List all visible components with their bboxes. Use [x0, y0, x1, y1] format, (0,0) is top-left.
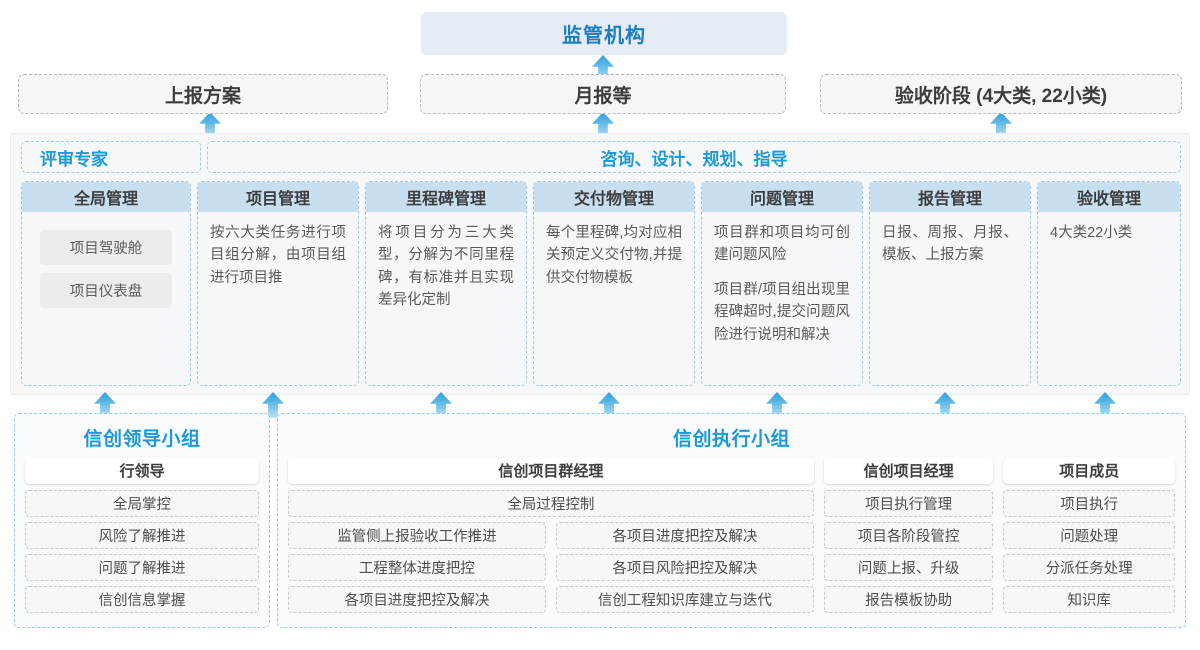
list-item[interactable]: 项目执行管理 [823, 490, 994, 517]
module-card-title: 全局管理 [22, 182, 190, 212]
list-item[interactable]: 全局掌控 [25, 490, 259, 517]
module-card-body: 4大类22小类 [1038, 212, 1180, 244]
list-item[interactable]: 风险了解推进 [25, 522, 259, 549]
module-card-body: 项目群和项目均可创建问题风险 项目群/项目组出现里程碑超时,提交问题风险进行说明… [702, 212, 862, 346]
list-item[interactable]: 信创工程知识库建立与迭代 [555, 586, 814, 613]
module-card-text: 日报、周报、月报、模板、上报方案 [882, 225, 1018, 264]
module-card-body: 项目驾驶舱 项目仪表盘 [22, 212, 190, 308]
list-item[interactable]: 分派任务处理 [1003, 554, 1175, 581]
middle-panel: 评审专家 咨询、设计、规划、指导 全局管理 项目驾驶舱 项目仪表盘 项目管理 按… [10, 133, 1190, 395]
role-head-bank-leader[interactable]: 行领导 [25, 457, 259, 484]
module-card-milestone[interactable]: 里程碑管理 将项目分为三大类型，分解为不同里程碑，有标准并且实现差异化定制 [365, 181, 527, 386]
module-card-issue[interactable]: 问题管理 项目群和项目均可创建问题风险 项目群/项目组出现里程碑超时,提交问题风… [701, 181, 863, 386]
module-card-text: 项目群/项目组出现里程碑超时,提交问题风险进行说明和解决 [714, 281, 850, 343]
list-item[interactable]: 问题上报、升级 [823, 554, 994, 581]
column-project-manager: 信创项目经理 项目执行管理 项目各阶段管控 问题上报、升级 报告模板协助 [823, 457, 994, 613]
role-head-project-manager[interactable]: 信创项目经理 [823, 457, 994, 484]
group-leadership: 信创领导小组 行领导 全局掌控 风险了解推进 问题了解推进 信创信息掌握 [14, 413, 270, 628]
list-item[interactable]: 项目各阶段管控 [823, 522, 994, 549]
list-item[interactable]: 问题了解推进 [25, 554, 259, 581]
module-card-acceptance[interactable]: 验收管理 4大类22小类 [1037, 181, 1181, 386]
module-card-global[interactable]: 全局管理 项目驾驶舱 项目仪表盘 [21, 181, 191, 386]
module-card-text: 将项目分为三大类型，分解为不同里程碑，有标准并且实现差异化定制 [378, 225, 514, 309]
module-card-body: 每个里程碑,均对应相关预定义交付物,并提供交付物模板 [534, 212, 694, 289]
module-card-text: 每个里程碑,均对应相关预定义交付物,并提供交付物模板 [546, 225, 682, 286]
module-card-title: 交付物管理 [534, 182, 694, 212]
module-card-text: 4大类22小类 [1050, 225, 1133, 241]
list-item[interactable]: 信创信息掌握 [25, 586, 259, 613]
group-execution: 信创执行小组 信创项目群经理 全局过程控制 监管侧上报验收工作推进 工程整体进度… [277, 413, 1186, 628]
module-card-body: 日报、周报、月报、模板、上报方案 [870, 212, 1030, 267]
module-pill[interactable]: 项目仪表盘 [40, 273, 172, 308]
group-title: 信创执行小组 [672, 429, 790, 450]
list-item[interactable]: 监管侧上报验收工作推进 [288, 522, 546, 549]
group-title: 信创领导小组 [83, 429, 201, 450]
banner-consulting: 咨询、设计、规划、指导 [207, 141, 1181, 173]
role-head-program-manager[interactable]: 信创项目群经理 [288, 457, 814, 484]
module-card-body: 按六大类任务进行项目组分解，由项目组进行项目推 [198, 212, 358, 289]
module-card-title: 报告管理 [870, 182, 1030, 212]
module-card-text: 按六大类任务进行项目组分解，由项目组进行项目推 [210, 225, 346, 286]
module-card-title: 项目管理 [198, 182, 358, 212]
module-card-title: 里程碑管理 [366, 182, 526, 212]
column-program-manager: 信创项目群经理 全局过程控制 监管侧上报验收工作推进 工程整体进度把控 各项目进… [288, 457, 814, 613]
report-box-monthly[interactable]: 月报等 [420, 74, 786, 114]
module-card-report[interactable]: 报告管理 日报、周报、月报、模板、上报方案 [869, 181, 1031, 386]
banner-review-expert: 评审专家 [21, 141, 201, 173]
list-item[interactable]: 项目执行 [1003, 490, 1175, 517]
list-item[interactable]: 工程整体进度把控 [288, 554, 546, 581]
list-item[interactable]: 各项目进度把控及解决 [288, 586, 546, 613]
list-item[interactable]: 各项目风险把控及解决 [555, 554, 814, 581]
module-card-body: 将项目分为三大类型，分解为不同里程碑，有标准并且实现差异化定制 [366, 212, 526, 312]
module-card-deliverable[interactable]: 交付物管理 每个里程碑,均对应相关预定义交付物,并提供交付物模板 [533, 181, 695, 386]
report-box-acceptance[interactable]: 验收阶段 (4大类, 22小类) [820, 74, 1182, 114]
column-project-member: 项目成员 项目执行 问题处理 分派任务处理 知识库 [1003, 457, 1175, 613]
module-pill[interactable]: 项目驾驶舱 [40, 230, 172, 265]
list-item[interactable]: 报告模板协助 [823, 586, 994, 613]
module-card-text: 项目群和项目均可创建问题风险 [714, 225, 850, 264]
module-card-title: 问题管理 [702, 182, 862, 212]
list-item[interactable]: 问题处理 [1003, 522, 1175, 549]
list-item[interactable]: 全局过程控制 [288, 490, 814, 517]
list-item[interactable]: 各项目进度把控及解决 [555, 522, 814, 549]
module-card-project[interactable]: 项目管理 按六大类任务进行项目组分解，由项目组进行项目推 [197, 181, 359, 386]
module-card-title: 验收管理 [1038, 182, 1180, 212]
list-item[interactable]: 知识库 [1003, 586, 1175, 613]
regulator-box: 监管机构 [421, 12, 787, 55]
role-head-project-member[interactable]: 项目成员 [1003, 457, 1175, 484]
report-box-plan[interactable]: 上报方案 [18, 74, 388, 114]
